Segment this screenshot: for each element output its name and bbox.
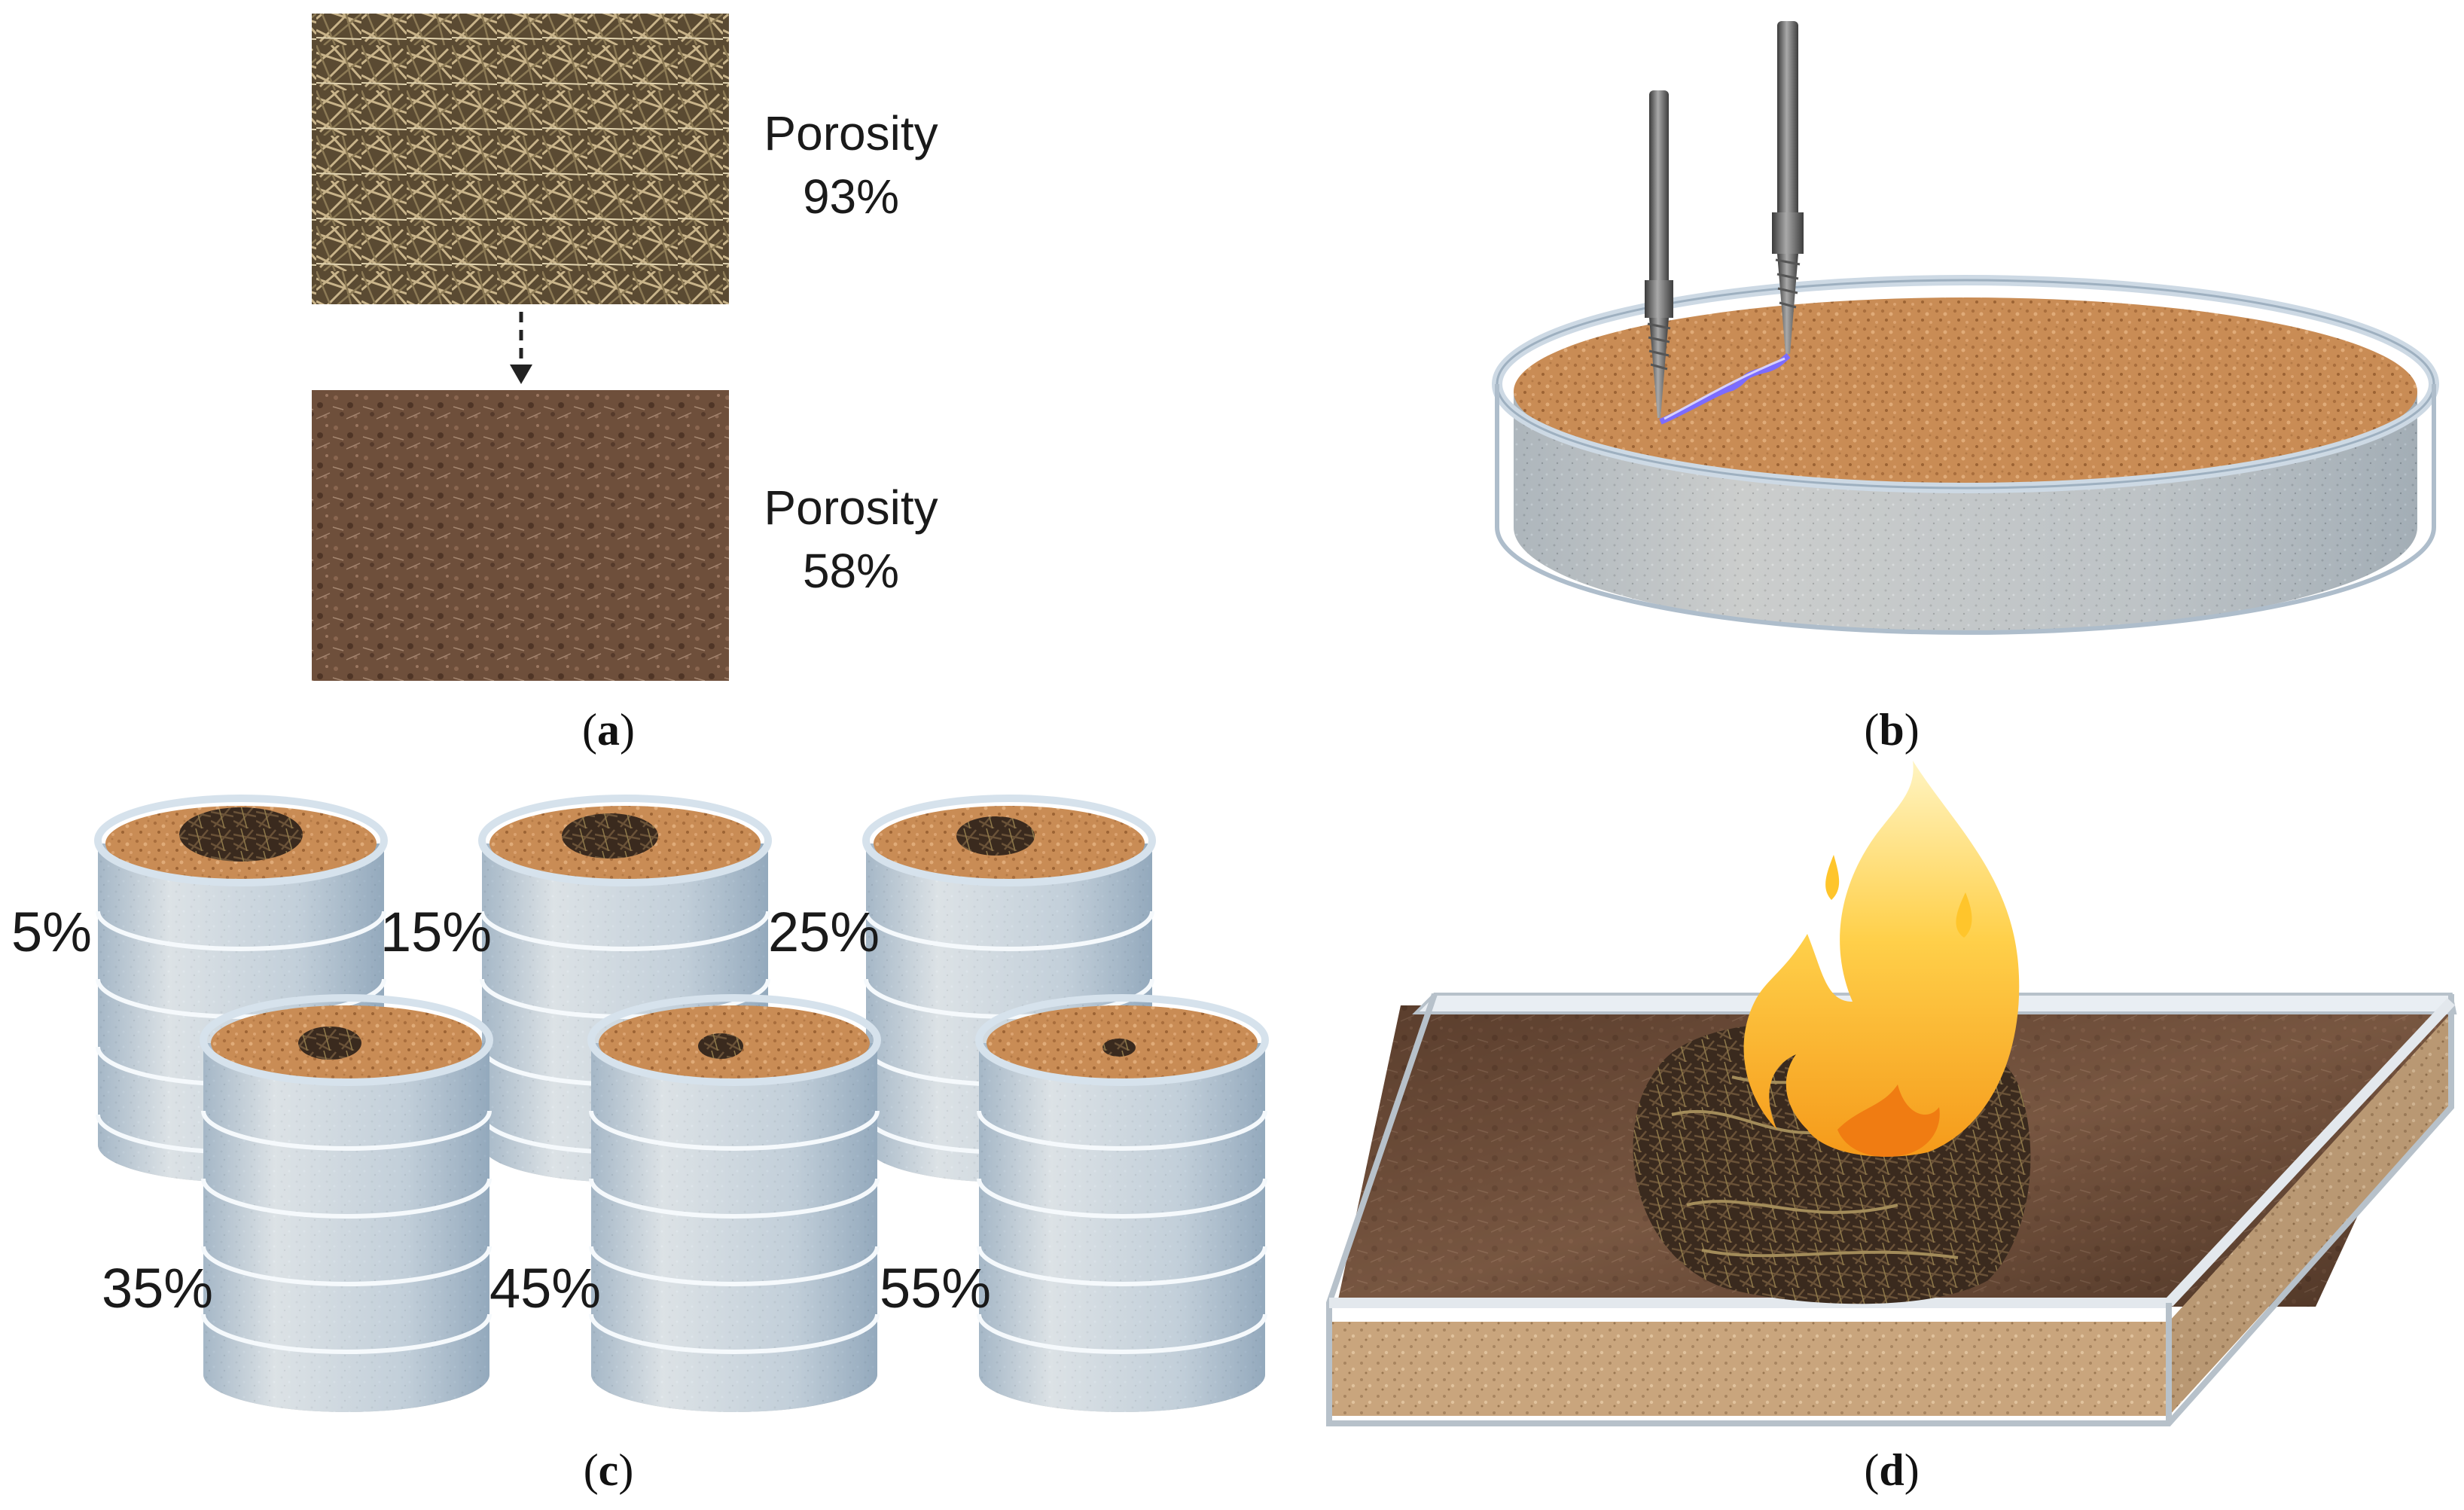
percentage-label-25: 25% <box>768 901 880 963</box>
photo-raw-peat-straw <box>312 14 729 304</box>
porosity-top-value: 93% <box>802 169 900 224</box>
cylinder-55 <box>975 994 1269 1412</box>
peat-sample <box>1102 1039 1136 1057</box>
panel-letter-b: b <box>1879 705 1904 755</box>
peat-sample <box>298 1026 361 1060</box>
electrode-right <box>1772 21 1804 354</box>
panel-label-d: (d) <box>1864 1445 1920 1495</box>
peat-sample <box>179 807 303 862</box>
panel-d-tray <box>1326 761 2457 1426</box>
percentage-label-45: 45% <box>489 1257 602 1319</box>
panel-letter-a: a <box>597 705 620 755</box>
flame-icon <box>1743 761 2020 1157</box>
electric-arc <box>1659 352 1791 425</box>
cylinder-35 <box>200 994 493 1412</box>
percentage-label-35: 35% <box>102 1257 214 1319</box>
percentage-label-5: 5% <box>11 901 92 963</box>
panel-c-cylinders <box>94 795 1269 1412</box>
dashed-down-arrow <box>510 312 532 384</box>
porosity-top-caption: Porosity 93% <box>738 102 964 228</box>
peat-sample <box>956 816 1035 856</box>
dish-peat-surface <box>1514 297 2417 486</box>
electrode-left <box>1645 90 1673 418</box>
panel-b-petri-dish <box>1492 21 2439 635</box>
porosity-bottom-value: 58% <box>802 544 900 598</box>
cylinder-45 <box>587 994 881 1412</box>
porosity-bottom-caption: Porosity 58% <box>738 476 964 602</box>
porosity-bottom-label: Porosity <box>764 480 938 535</box>
panel-letter-c: c <box>598 1445 619 1495</box>
percentage-label-15: 15% <box>380 901 492 963</box>
percentage-label-55: 55% <box>880 1257 992 1319</box>
panel-a <box>312 14 729 681</box>
panel-label-b: (b) <box>1864 705 1920 755</box>
panel-letter-d: d <box>1879 1445 1904 1495</box>
porosity-top-label: Porosity <box>764 106 938 160</box>
panel-label-c: (c) <box>583 1445 634 1495</box>
peat-sample <box>698 1033 743 1059</box>
photo-compressed-peat-soil <box>312 390 729 681</box>
peat-sample <box>562 813 658 859</box>
panel-label-a: (a) <box>582 705 635 755</box>
